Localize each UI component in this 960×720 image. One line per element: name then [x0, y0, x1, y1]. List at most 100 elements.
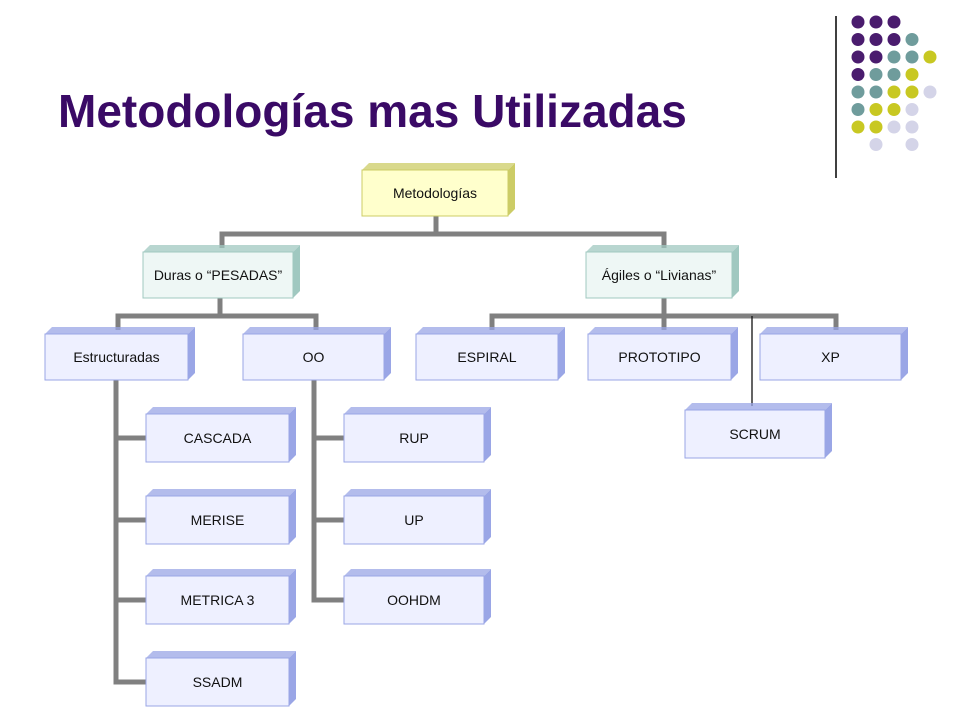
decor-dot: [905, 103, 919, 116]
decor-dot: [887, 68, 901, 81]
decor-dot: [869, 33, 883, 46]
slide-title: Metodologías mas Utilizadas: [58, 85, 687, 137]
root-box-metodologias: Metodologías: [361, 163, 515, 217]
decor-dot: [905, 50, 919, 64]
branch-box-5-top-face: [760, 327, 908, 334]
decor-dot: [869, 138, 883, 151]
group-box-duras-label: Duras o “PESADAS”: [154, 267, 283, 283]
branch-box-4-label: PROTOTIPO: [618, 349, 700, 365]
estructuradas-child-box-3-top-face: [146, 569, 296, 576]
oo-child-box-2: UP: [343, 489, 491, 545]
decor-dot: [851, 120, 865, 134]
decor-dot: [887, 103, 901, 116]
decor-dot: [887, 50, 901, 64]
branch-box-4-top-face: [588, 327, 738, 334]
estructuradas-child-box-1-label: CASCADA: [184, 430, 252, 446]
branch-box-3-label: ESPIRAL: [457, 349, 516, 365]
group-box-agiles-side-face: [732, 245, 739, 298]
decor-dot: [851, 15, 865, 29]
oo-child-box-2-label: UP: [404, 512, 423, 528]
decor-dot: [905, 68, 919, 81]
branch-box-5: XP: [759, 327, 908, 381]
decor-dot: [905, 85, 919, 99]
decor-dot: [869, 68, 883, 81]
estructuradas-child-box-2-top-face: [146, 489, 296, 496]
decor-dot: [887, 120, 901, 134]
root-box-metodologias-side-face: [508, 163, 515, 216]
estructuradas-child-box-4-top-face: [146, 651, 296, 658]
scrum-box-face: [684, 409, 826, 459]
branch-box-1-side-face: [188, 327, 195, 380]
oo-child-box-1-side-face: [484, 407, 491, 462]
root-box-metodologias-top-face: [362, 163, 515, 170]
duras-to-oo-connector: [220, 313, 319, 330]
group-box-agiles-face: [585, 251, 733, 299]
estructuradas-child-box-2-label: MERISE: [191, 512, 245, 528]
decor-dot: [869, 50, 883, 64]
estructuradas-child-box-3-label: METRICA 3: [181, 592, 255, 608]
agiles-to-xp-connector: [664, 313, 839, 330]
decor-dot: [905, 33, 919, 46]
estructuradas-child-box-1-side-face: [289, 407, 296, 462]
decor-dot: [905, 138, 919, 151]
group-box-agiles: Ágiles o “Livianas”: [585, 245, 739, 299]
oo-child-box-1: RUP: [343, 407, 491, 463]
estructuradas-child-box-3: METRICA 3: [145, 569, 296, 625]
branch-box-4: PROTOTIPO: [587, 327, 738, 381]
branch-box-3: ESPIRAL: [415, 327, 565, 381]
root-to-duras-connector: [219, 214, 439, 248]
root-to-agiles-connector: [436, 231, 667, 248]
oo-child-box-2-side-face: [484, 489, 491, 544]
oo-child-box-3-label: OOHDM: [387, 592, 441, 608]
decor-dot: [869, 85, 883, 99]
decor-dot: [923, 50, 937, 64]
decor-dot: [887, 85, 901, 99]
decor-dot: [851, 33, 865, 46]
branch-box-2: OO: [242, 327, 391, 381]
branch-box-3-side-face: [558, 327, 565, 380]
branch-box-4-face: [587, 333, 732, 381]
root-box-metodologias-label: Metodologías: [393, 185, 477, 201]
branch-box-2-side-face: [384, 327, 391, 380]
corner-divider-line: [835, 16, 837, 178]
scrum-box-top-face: [685, 403, 832, 410]
branch-box-1-face: [44, 333, 189, 381]
group-box-duras-top-face: [143, 245, 300, 252]
branch-box-1: Estructuradas: [44, 327, 195, 381]
scrum-box-label: SCRUM: [729, 426, 780, 442]
oo-child-box-3: OOHDM: [343, 569, 491, 625]
decor-dot: [905, 120, 919, 134]
duras-to-estructuradas-connector: [115, 296, 223, 330]
branch-box-3-top-face: [416, 327, 565, 334]
branch-box-3-face: [415, 333, 559, 381]
decor-dot: [887, 15, 901, 29]
group-box-duras: Duras o “PESADAS”: [142, 245, 300, 299]
oo-child-box-1-top-face: [344, 407, 491, 414]
group-box-duras-side-face: [293, 245, 300, 298]
branch-box-5-face: [759, 333, 902, 381]
branch-box-1-top-face: [45, 327, 195, 334]
decor-dot: [887, 33, 901, 46]
estructuradas-child-box-1: CASCADA: [145, 407, 296, 463]
estructuradas-child-box-3-side-face: [289, 569, 296, 624]
estructuradas-child-box-4: SSADM: [145, 651, 296, 707]
branch-box-5-side-face: [901, 327, 908, 380]
group-box-agiles-top-face: [586, 245, 739, 252]
branch-box-1-label: Estructuradas: [73, 349, 159, 365]
estructuradas-child-box-2: MERISE: [145, 489, 296, 545]
scrum-box-side-face: [825, 403, 832, 458]
estructuradas-child-box-2-face: [145, 495, 290, 545]
decor-dot: [869, 120, 883, 134]
oo-child-box-2-top-face: [344, 489, 491, 496]
decor-dot: [851, 103, 865, 116]
oo-child-box-3-top-face: [344, 569, 491, 576]
decor-dot: [869, 15, 883, 29]
group-box-duras-face: [142, 251, 294, 299]
estructuradas-child-box-4-side-face: [289, 651, 296, 706]
scrum-box: SCRUM: [684, 403, 832, 459]
oo-spine: [311, 380, 344, 603]
group-box-agiles-label: Ágiles o “Livianas”: [602, 267, 717, 283]
branch-box-2-face: [242, 333, 385, 381]
